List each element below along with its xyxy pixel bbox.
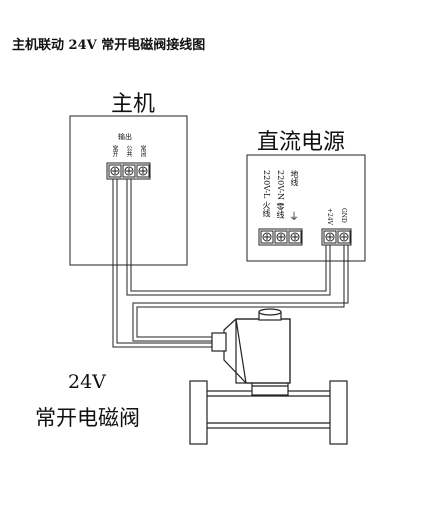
- valve-type-label: 常开电磁阀: [35, 406, 140, 430]
- wire-host-no-to-valve: [112, 179, 226, 348]
- wire-gnd-to-valve: [132, 245, 349, 342]
- power-input-label-earth: 地线: [290, 170, 299, 186]
- power-box: [246, 154, 366, 262]
- power-input-label-l: 220V-L 火线: [262, 170, 271, 217]
- screw-terminal-icon: [260, 230, 274, 244]
- power-output-label-gnd: GND: [340, 208, 347, 223]
- host-output-label: 输出: [118, 133, 132, 141]
- power-input-label-n: 220V-N 零线: [276, 170, 285, 219]
- host-box: [69, 115, 188, 266]
- screw-terminal-icon: [337, 230, 351, 244]
- host-terminal-block: [106, 162, 151, 180]
- screw-terminal-icon: [122, 164, 136, 178]
- power-output-label-24v: +24V: [326, 208, 333, 225]
- screw-terminal-icon: [136, 164, 150, 178]
- host-terminal-label-nc: 常闭: [139, 145, 146, 157]
- screw-terminal-icon: [108, 164, 122, 178]
- host-terminal-label-no: 常开: [111, 145, 118, 157]
- host-label: 主机: [111, 92, 156, 117]
- valve-voltage-label: 24V: [68, 371, 106, 393]
- screw-terminal-icon: [274, 230, 288, 244]
- screw-terminal-icon: [323, 230, 337, 244]
- wire-host-common-to-24v: [126, 179, 331, 296]
- diagram-title: 主机联动 24V 常开电磁阀接线图: [12, 38, 206, 53]
- power-input-terminal-block: [258, 228, 303, 246]
- host-terminal-label-common: 公共: [125, 145, 132, 157]
- power-label: 直流电源: [257, 130, 346, 155]
- power-output-terminal-block: [321, 228, 352, 246]
- solenoid-valve-drawing: [189, 308, 348, 445]
- screw-terminal-icon: [288, 230, 302, 244]
- earth-ground-icon: ⏚: [289, 212, 299, 223]
